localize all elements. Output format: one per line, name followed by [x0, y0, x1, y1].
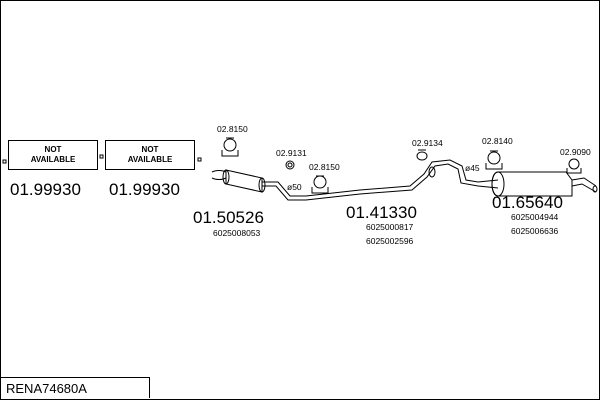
oem-number-middle-1: 6025000817 — [366, 222, 414, 232]
diameter-label-2: ø45 — [465, 163, 480, 173]
oem-number-middle-2: 6025002596 — [366, 236, 414, 246]
oem-number-rear-1: 6025004944 — [511, 212, 559, 222]
part-number-na-1[interactable]: 01.99930 — [10, 180, 81, 199]
fitting-code-6[interactable]: 02.9090 — [560, 147, 591, 157]
part-number-rear-silencer[interactable]: 01.65640 — [492, 193, 563, 212]
connector-square-3 — [197, 157, 202, 162]
middle-pipe[interactable] — [305, 159, 479, 201]
part-number-na-2[interactable]: 01.99930 — [109, 180, 180, 199]
hanger-icon-1[interactable] — [221, 137, 239, 157]
na-line2-1: AVAILABLE — [30, 155, 76, 164]
fitting-code-4[interactable]: 02.9134 — [412, 138, 443, 148]
fitting-code-1[interactable]: 02.8150 — [217, 124, 248, 134]
na-line1-2: NOT — [141, 145, 159, 154]
front-silencer[interactable] — [211, 169, 306, 201]
fitting-code-2[interactable]: 02.9131 — [276, 148, 307, 158]
oem-number-front-pipe: 6025008053 — [213, 228, 261, 238]
na-line2-2: AVAILABLE — [127, 155, 173, 164]
part-number-middle-pipe[interactable]: 01.41330 — [346, 203, 417, 222]
reference-code: RENA74680A — [0, 377, 150, 398]
fitting-code-3[interactable]: 02.8150 — [309, 162, 340, 172]
diameter-label-1: ø50 — [287, 182, 302, 192]
hanger-icon-4[interactable] — [566, 158, 582, 174]
hanger-icon-3[interactable] — [485, 150, 503, 170]
rear-silencer[interactable] — [477, 171, 598, 197]
clamp-icon-1[interactable] — [285, 160, 295, 170]
clamp-icon-2[interactable] — [416, 149, 428, 161]
connector-square-1 — [2, 159, 7, 164]
na-line1-1: NOT — [44, 145, 62, 154]
connector-square-2 — [99, 154, 104, 159]
part-number-front-pipe[interactable]: 01.50526 — [193, 208, 264, 227]
fitting-code-5[interactable]: 02.8140 — [482, 136, 513, 146]
oem-number-rear-2: 6025006636 — [511, 226, 559, 236]
hanger-icon-2[interactable] — [311, 175, 329, 194]
